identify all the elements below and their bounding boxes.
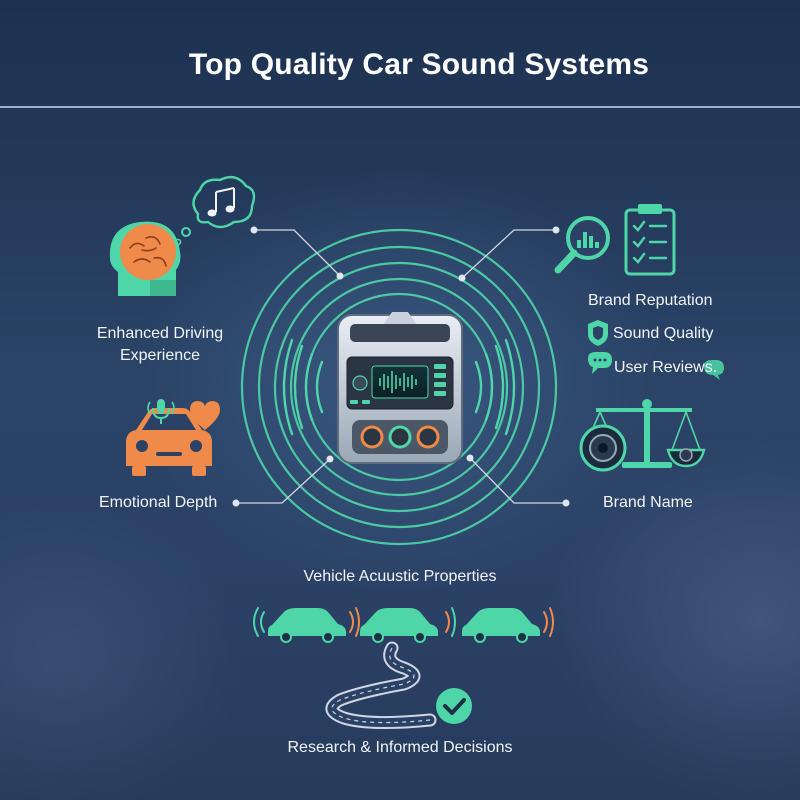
car-1-icon [268, 608, 346, 643]
connector-emotional [236, 458, 331, 504]
car-3-icon [462, 608, 540, 643]
ring-3 [273, 261, 525, 513]
ring-5 [240, 228, 558, 546]
enhanced-driving-line2: Experience [119, 347, 201, 364]
node-brand-name: Brand Name [603, 494, 693, 511]
sound-waves-right [474, 338, 516, 436]
connector-enhanced [254, 229, 341, 277]
magnifier-equalizer-icon [554, 216, 610, 274]
connector-dots [232, 226, 570, 507]
ring-2 [289, 277, 509, 497]
ring-4 [257, 245, 541, 529]
node-enhanced-driving: Enhanced Driving Experience [80, 323, 240, 367]
connector-reputation [461, 229, 556, 279]
connector-lines [236, 229, 566, 504]
vehicle-cars-row [253, 607, 554, 643]
winding-road-check-icon [325, 641, 472, 730]
node-sound-quality: Sound Quality [613, 325, 714, 342]
sound-rings [240, 228, 558, 546]
music-thought-icon [174, 175, 256, 246]
node-emotional-depth: Emotional Depth [99, 494, 218, 511]
page-title: Top Quality Car Sound Systems [188, 48, 650, 81]
car-2-icon [360, 608, 438, 643]
sound-waves-left [282, 338, 324, 436]
head-brain-icon [109, 221, 181, 296]
node-vehicle-acoustic: Vehicle Acuustic Properties [303, 568, 497, 585]
shield-icon [588, 320, 608, 346]
checklist-clipboard-icon [624, 204, 676, 276]
node-research: Research & Informed Decisions [287, 739, 513, 756]
node-user-reviews: User Reviews. [614, 359, 718, 376]
car-radio-icon [337, 312, 463, 464]
speaker-scale-icon [579, 399, 706, 472]
title-divider [0, 106, 800, 108]
chat-bubbles-icon [588, 352, 724, 380]
connector-brandname [469, 457, 566, 504]
car-microphone-heart-icon [126, 399, 220, 476]
enhanced-driving-line1: Enhanced Driving [96, 325, 224, 342]
node-brand-reputation: Brand Reputation [588, 292, 713, 309]
